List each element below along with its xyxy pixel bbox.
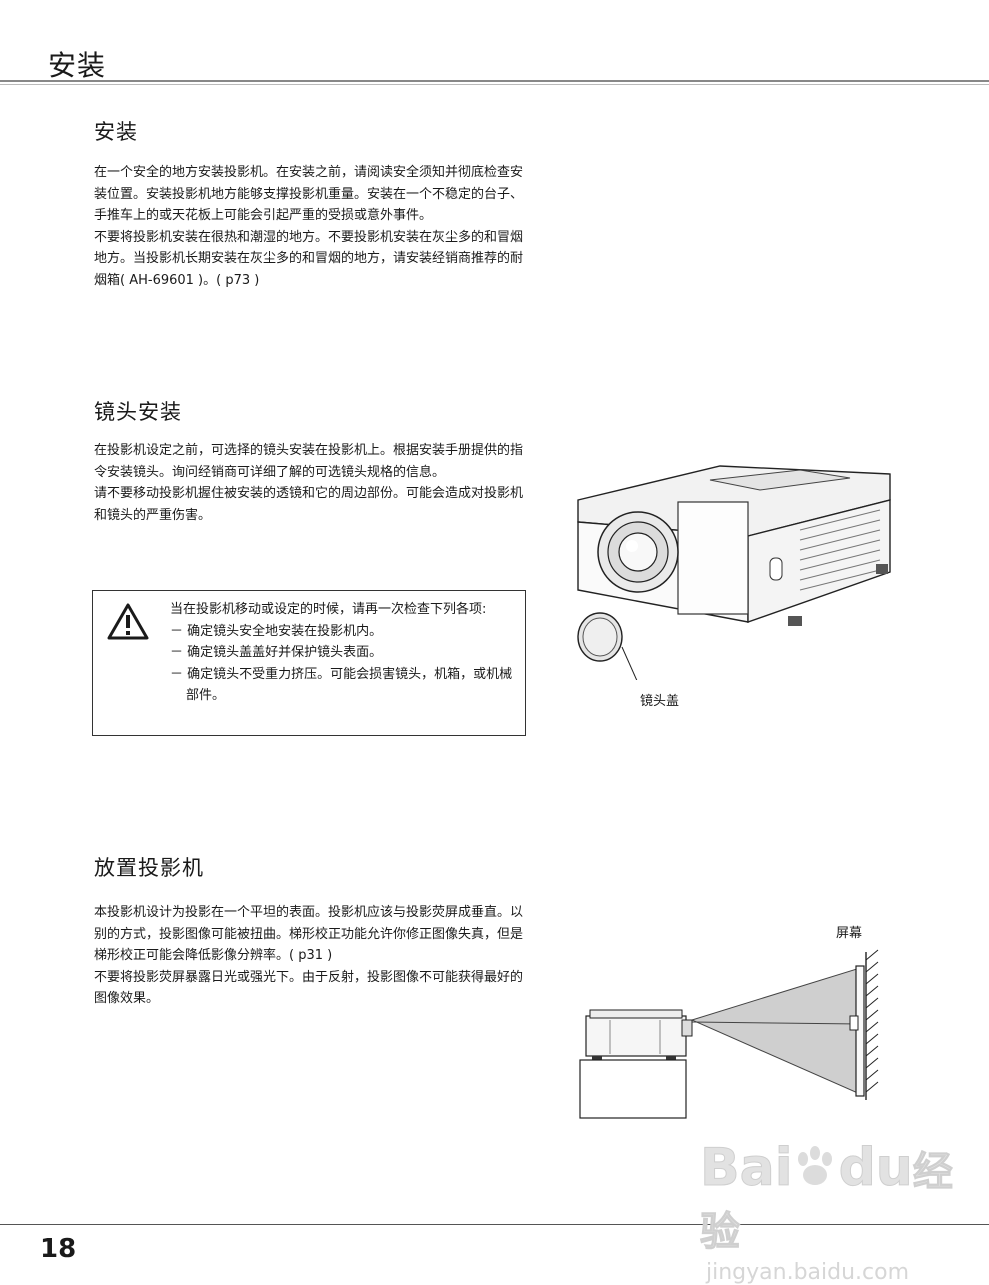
warning-list: 确定镜头安全地安装在投影机内。 确定镜头盖盖好并保护镜头表面。 确定镜头不受重力… — [170, 621, 520, 707]
warning-intro: 当在投影机移动或设定的时候，请再一次检查下列各项: — [170, 602, 487, 617]
lens-text: 在投影机设定之前，可选择的镜头安装在投影机上。根据安装手册提供的指令安装镜头。询… — [94, 440, 530, 526]
placement-paragraph-1: 本投影机设计为投影在一个平坦的表面。投影机应该与投影荧屏成垂直。以别的方式，投影… — [94, 905, 524, 963]
warning-triangle-icon — [107, 603, 149, 640]
warning-box: 当在投影机移动或设定的时候，请再一次检查下列各项: 确定镜头安全地安装在投影机内… — [92, 590, 526, 736]
placement-text: 本投影机设计为投影在一个平坦的表面。投影机应该与投影荧屏成垂直。以别的方式，投影… — [94, 902, 530, 1010]
lens-cap-label: 镜头盖 — [640, 694, 680, 709]
screen-label: 屏幕 — [836, 926, 863, 941]
lens-paragraph-1: 在投影机设定之前，可选择的镜头安装在投影机上。根据安装手册提供的指令安装镜头。询… — [94, 443, 524, 480]
install-paragraph-1: 在一个安全的地方安装投影机。在安装之前，请阅读安全须知并彻底检查安装位置。安装投… — [94, 165, 524, 223]
header-rule — [0, 80, 989, 85]
install-paragraph-2: 不要将投影机安装在很热和潮湿的地方。不要投影机安装在灰尘多的和冒烟地方。当投影机… — [94, 229, 524, 288]
watermark-url: jingyan.baidu.com — [706, 1260, 910, 1285]
watermark-brand-mid: du — [838, 1138, 913, 1198]
paw-icon — [793, 1144, 839, 1188]
watermark-brand-cn: 经验 — [700, 1149, 954, 1256]
page-number: 18 — [40, 1234, 77, 1264]
install-text: 在一个安全的地方安装投影机。在安装之前，请阅读安全须知并彻底检查安装位置。安装投… — [94, 162, 530, 291]
section-heading-placement: 放置投影机 — [94, 856, 204, 880]
warning-text: 当在投影机移动或设定的时候，请再一次检查下列各项: 确定镜头安全地安装在投影机内… — [170, 599, 520, 707]
placement-paragraph-2: 不要将投影荧屏暴露日光或强光下。由于反射，投影图像不可能获得最好的图像效果。 — [94, 969, 524, 1007]
page-title: 安装 — [48, 49, 107, 82]
projector-illustration — [577, 465, 891, 680]
footer-rule — [0, 1224, 989, 1225]
section-heading-install: 安装 — [94, 120, 138, 144]
warning-item: 确定镜头安全地安装在投影机内。 — [170, 621, 520, 643]
warning-item: 确定镜头盖盖好并保护镜头表面。 — [170, 642, 520, 664]
projection-diagram — [579, 949, 879, 1119]
warning-item: 确定镜头不受重力挤压。可能会损害镜头，机箱，或机械部件。 — [170, 664, 520, 707]
watermark-brand: Bai — [700, 1138, 794, 1198]
lens-paragraph-2: 请不要移动投影机握住被安装的透镜和它的周边部份。可能会造成对投影机和镜头的严重伤… — [94, 486, 524, 523]
section-heading-lens: 镜头安装 — [94, 400, 182, 424]
